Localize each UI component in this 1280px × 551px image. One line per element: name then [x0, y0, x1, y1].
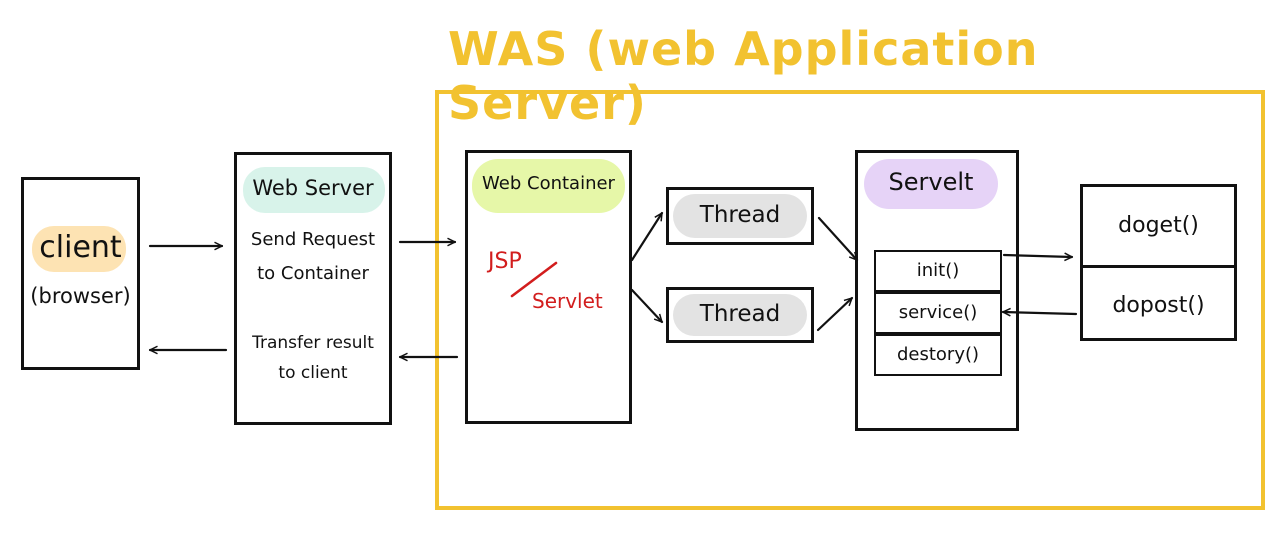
handler-box: doget() dopost() [1080, 184, 1237, 341]
handler-doget: doget() [1118, 213, 1199, 238]
web-container-title: Web Container [482, 173, 615, 194]
was-frame [435, 90, 1265, 510]
jsp-label: JSP [488, 249, 522, 274]
was-title: WAS (web Application Server) [448, 22, 1039, 130]
web-container-highlight [472, 159, 625, 213]
thread-pill-2 [673, 294, 807, 336]
client-box: client (browser) [21, 177, 140, 370]
web-server-title: Web Server [252, 176, 374, 200]
client-label: client [39, 230, 122, 265]
handler-divider [1083, 265, 1234, 268]
thread-box-2: Thread [666, 287, 814, 343]
client-sublabel: (browser) [30, 284, 131, 308]
web-container-box: Web Container JSP Servlet [465, 150, 632, 424]
transfer-result-line1: Transfer result [252, 333, 374, 353]
web-server-highlight [243, 167, 385, 213]
thread-label-1: Thread [699, 202, 781, 228]
thread-label-2: Thread [699, 301, 781, 327]
method-service: service() [874, 292, 1002, 334]
servlet-title: Servelt [888, 168, 974, 196]
thread-pill-1 [673, 194, 807, 238]
web-server-box: Web Server Send Request to Container Tra… [234, 152, 392, 425]
send-request-line2: to Container [257, 263, 369, 284]
method-init: init() [874, 250, 1002, 292]
transfer-result-line2: to client [278, 363, 348, 383]
handler-dopost: dopost() [1112, 293, 1205, 318]
thread-box-1: Thread [666, 187, 814, 245]
method-destory: destory() [874, 334, 1002, 376]
servlet-label: Servlet [532, 289, 603, 313]
send-request-line1: Send Request [250, 229, 376, 250]
client-highlight [32, 226, 126, 272]
servlet-highlight [864, 159, 998, 209]
